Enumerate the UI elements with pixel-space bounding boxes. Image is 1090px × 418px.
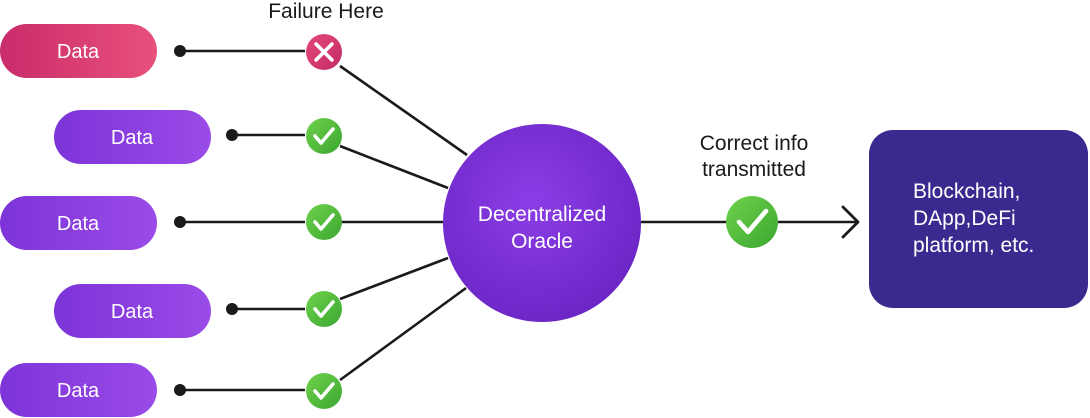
arrow-right-icon xyxy=(841,205,860,239)
platform-line1: Blockchain, xyxy=(913,180,1020,203)
check-circle-icon xyxy=(306,291,342,327)
data-source-pill xyxy=(54,110,211,164)
data-source-label: Data xyxy=(111,301,154,323)
x-circle-icon xyxy=(306,34,342,70)
check-circle-icon xyxy=(306,204,342,240)
decentralized-oracle: Decentralized Oracle xyxy=(443,124,641,322)
data-source-label: Data xyxy=(57,41,100,63)
data-source-1: Data xyxy=(0,24,342,78)
platform-line3: platform, etc. xyxy=(913,234,1034,257)
data-source-label: Data xyxy=(111,127,154,149)
platform-line2: DApp,DeFi xyxy=(913,207,1016,230)
data-source-pill xyxy=(0,196,157,250)
data-source-pill xyxy=(0,363,157,417)
transmit-label-line1: Correct info xyxy=(700,132,809,155)
data-source-5: Data xyxy=(0,363,342,417)
oracle-title-line2: Oracle xyxy=(511,230,573,253)
data-source-4: Data xyxy=(54,284,342,338)
data-source-pill xyxy=(0,24,157,78)
oracle-title-line1: Decentralized xyxy=(478,203,606,226)
check-circle-icon xyxy=(306,373,342,409)
data-source-label: Data xyxy=(57,380,100,402)
data-source-2: Data xyxy=(54,110,342,164)
check-circle-icon xyxy=(306,118,342,154)
data-source-3: Data xyxy=(0,196,342,250)
platform-box: Blockchain, DApp,DeFi platform, etc. xyxy=(869,130,1088,308)
data-source-label: Data xyxy=(57,213,100,235)
failure-label: Failure Here xyxy=(268,0,384,23)
output-connector xyxy=(641,196,860,248)
transmit-label-line2: transmitted xyxy=(702,158,806,181)
check-circle-icon xyxy=(726,196,778,248)
connector-lines xyxy=(339,64,468,382)
data-source-pill xyxy=(54,284,211,338)
